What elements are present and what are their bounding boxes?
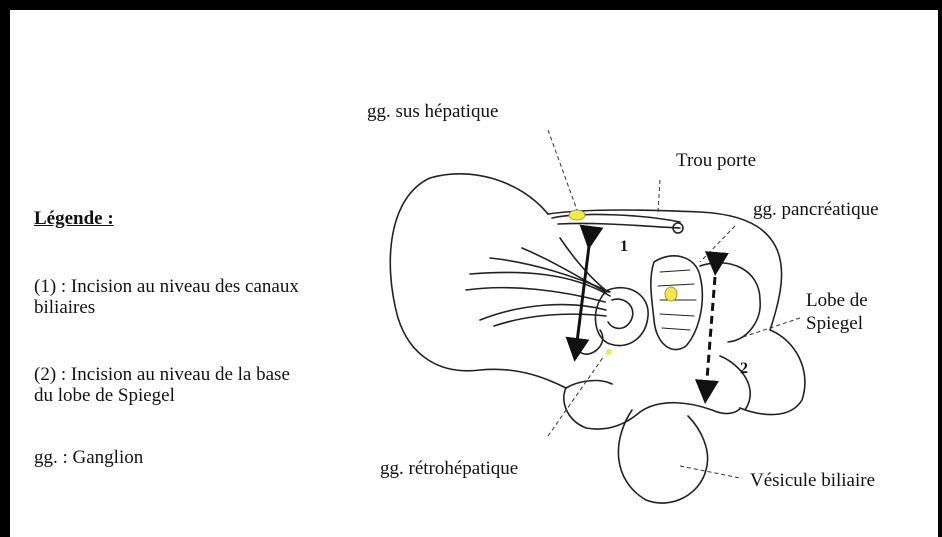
incision-2-arrow [706, 264, 716, 392]
label-incision-2: 2 [740, 358, 748, 379]
incision-1-arrow [576, 238, 590, 350]
ganglion-retrohepatique [606, 349, 612, 355]
gallbladder-outline [618, 410, 707, 503]
leader-trou-porte [658, 180, 660, 212]
leader-pancreatique [700, 226, 735, 262]
label-gg-pancreatique: gg. pancréatique [753, 199, 879, 220]
leader-retrohepatique [548, 356, 604, 436]
leader-spiegel [740, 318, 800, 338]
ganglion-pancreatique [665, 287, 677, 301]
label-incision-1: 1 [620, 236, 628, 257]
pancreatic-region [651, 256, 702, 350]
label-lobe-line-1: Lobe de [806, 290, 868, 311]
label-gg-sus-hepatique: gg. sus hépatique [367, 101, 498, 122]
label-gg-retrohepatique: gg. rétrohépatique [380, 458, 518, 479]
label-lobe-line-2: Spiegel [806, 313, 863, 334]
leader-sus-hepatique [548, 130, 577, 210]
label-trou-porte: Trou porte [676, 150, 756, 171]
inner-fan-1 [470, 272, 610, 296]
label-vesicule-biliaire: Vésicule biliaire [750, 470, 875, 491]
spiegel-lobe-outline [700, 263, 760, 342]
lower-lobe-outline [640, 403, 740, 414]
hilum-bottom [558, 223, 680, 228]
leader-vesicule [680, 466, 740, 478]
ganglion-sus-hepatique [569, 210, 585, 220]
